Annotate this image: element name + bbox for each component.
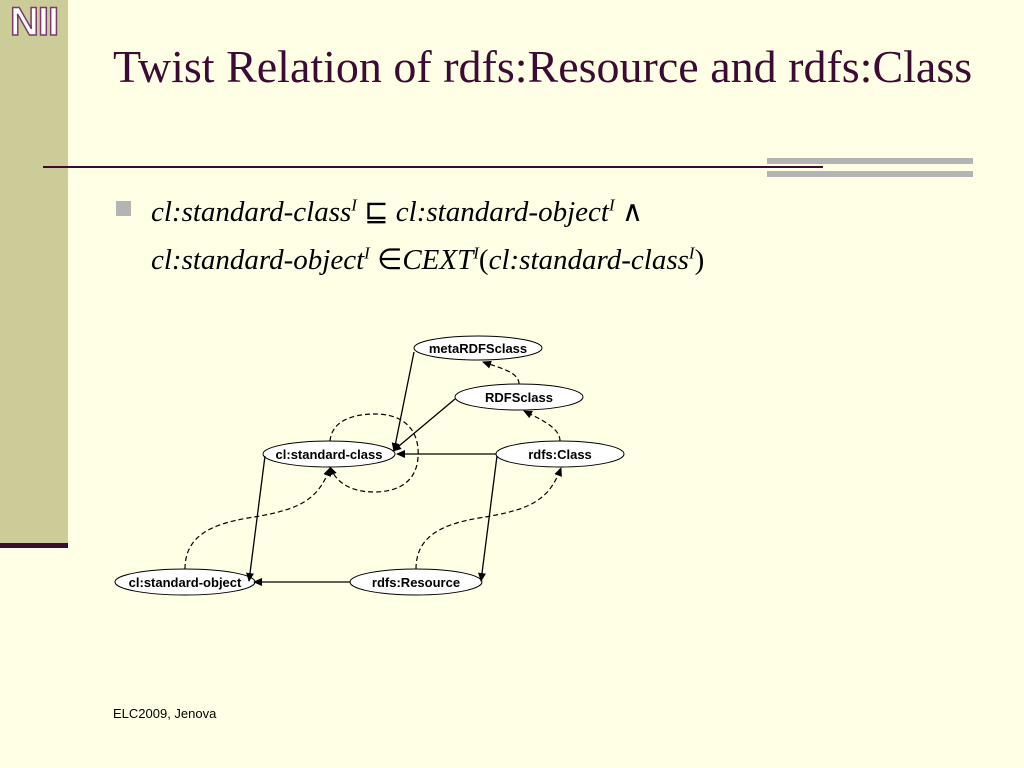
label-rdfs-resource: rdfs:Resource: [372, 575, 460, 590]
dashed-rdfsclass-to-meta: [482, 360, 520, 385]
label-rdfsclass: RDFSclass: [485, 390, 553, 405]
dashed-resource-to-rdfs-class: [415, 467, 562, 570]
slide-title: Twist Relation of rdfs:Resource and rdfs…: [113, 41, 973, 92]
edge-rdfsclass-to-clsc: [392, 398, 456, 452]
sidebar-rule: [0, 543, 68, 548]
label-metardfsclass: metaRDFSclass: [429, 341, 527, 356]
formula-sup: I: [351, 195, 357, 215]
subclass-symbol: ⊑: [364, 196, 389, 228]
label-rdfs-class: rdfs:Class: [528, 447, 592, 462]
node-cl-standard-class: [262, 440, 396, 468]
title-rule: [43, 166, 823, 168]
title-accent-bar-top: [767, 158, 973, 164]
and-symbol: ∧: [621, 196, 644, 228]
bullet-square-icon: [116, 201, 131, 216]
formula-term: cl:standard-class: [488, 244, 689, 276]
edge-clsc-to-clso: [246, 455, 266, 582]
member-symbol: ∈: [377, 244, 403, 276]
title-accent-bar-bottom: [767, 171, 973, 177]
formula-term: cl:standard-class: [151, 196, 352, 228]
formula-sup: I: [473, 243, 479, 263]
formula-cext: CEXT: [402, 244, 474, 276]
nii-logo: NII: [9, 0, 60, 44]
formula-paren: (: [478, 244, 489, 276]
footer-text: ELC2009, Jenova: [113, 706, 217, 721]
node-metardfsclass: [413, 335, 543, 361]
dashed-clsc-self-loop: [329, 413, 419, 493]
formula-bullet: cl:standard-classI ⊑ cl:standard-objectI…: [151, 188, 704, 284]
formula-line-1: cl:standard-classI ⊑ cl:standard-objectI…: [151, 188, 704, 236]
formula-sup: I: [688, 243, 695, 263]
formula-term: cl:standard-object: [395, 196, 609, 228]
edge-rdfsclass-to-resource: [478, 455, 498, 582]
formula-sup: I: [364, 243, 370, 263]
dashed-rdfs-class-to-rdfsclass: [523, 410, 561, 442]
formula-sup: I: [608, 195, 615, 215]
edge-meta-to-clsc: [391, 351, 415, 452]
formula-term: cl:standard-object: [151, 244, 365, 276]
formula-paren: ): [694, 244, 705, 276]
label-cl-standard-class: cl:standard-class: [276, 447, 383, 462]
label-cl-standard-object: cl:standard-object: [129, 575, 242, 590]
left-sidebar: [0, 0, 68, 548]
dashed-clso-to-clsc: [184, 467, 331, 570]
formula-line-2: cl:standard-objectI ∈CEXTI(cl:standard-c…: [151, 236, 704, 284]
